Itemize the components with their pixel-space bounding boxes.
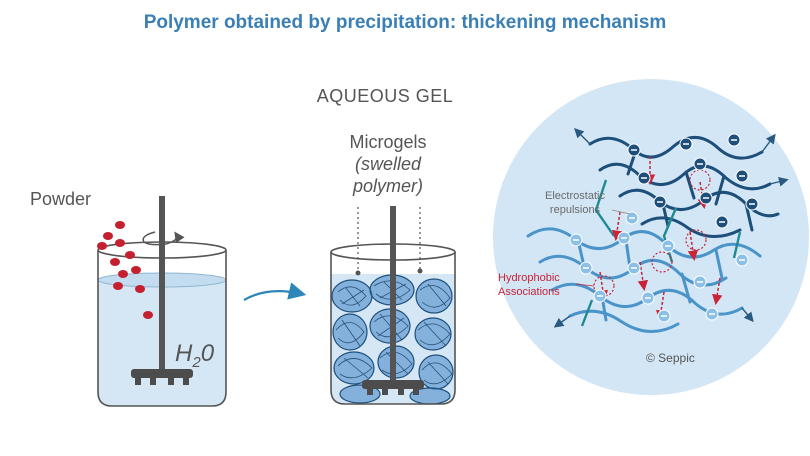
microgel-pointers [357,207,421,272]
powder-particles [97,221,153,319]
rotation-arrow-icon [142,231,185,246]
hydrophobic-association-sites [593,169,711,297]
curved-arrow-icon [243,282,307,301]
water-label: H20 [175,340,215,371]
electrostatic-repulsions-label: Electrostatic repulsions [545,190,605,216]
electrostatic-leader [611,209,631,215]
beaker-gel-outline [330,243,456,405]
hydrophobic-leader [575,283,595,287]
powder-label: Powder [30,189,92,209]
polymer-crosslinks [580,179,742,327]
diagram-title: Polymer obtained by precipitation: thick… [143,12,667,33]
stirrer-gel [362,206,424,395]
aqueous-gel-label: AQUEOUS GEL [316,86,454,106]
expansion-arrows [553,128,789,328]
copyright-label: © Seppic [646,351,695,365]
minus-charge-icon [569,133,759,323]
microgels-label: Microgels (swelled polymer) [349,132,427,196]
hydrophobic-associations-label: Hydrophobic Associations [498,272,560,298]
zoom-circle [493,79,809,395]
stirrer-powder [131,196,193,385]
